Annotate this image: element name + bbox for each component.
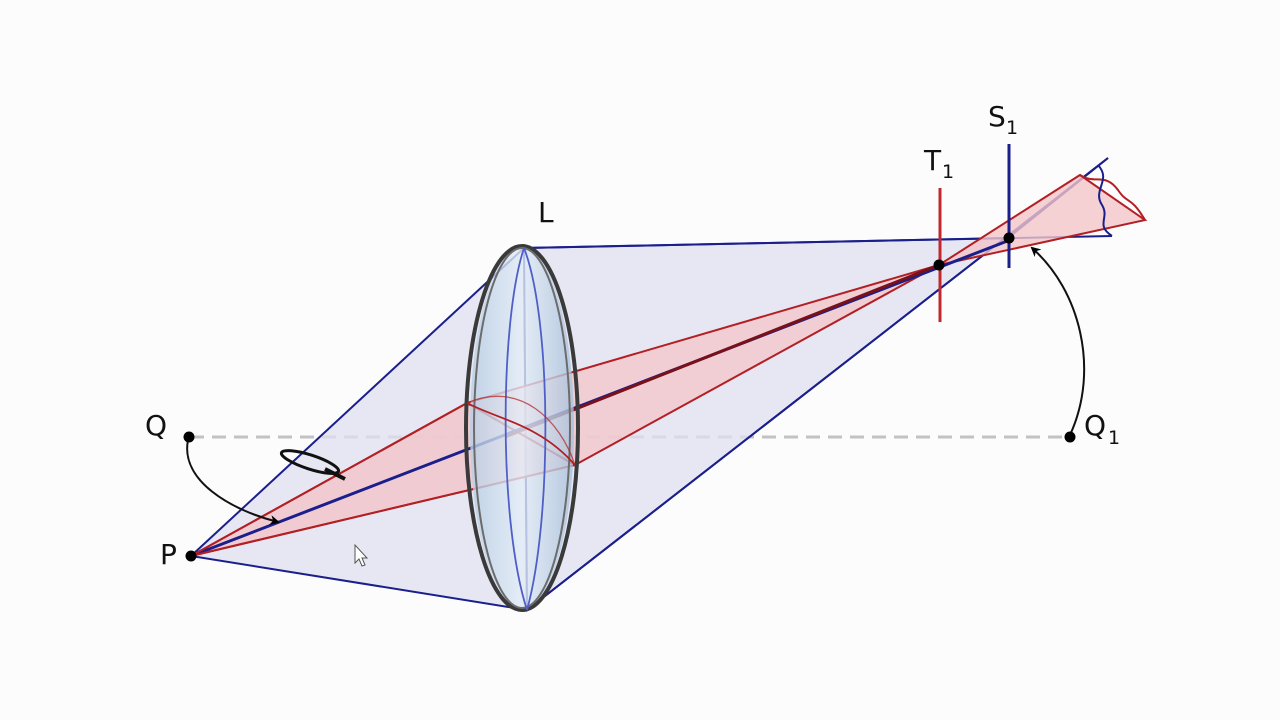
point-s1 [1003, 232, 1015, 244]
tangential-fan-diverging [938, 173, 1148, 266]
label-q1: Q [1084, 409, 1106, 442]
label-s1: S [988, 100, 1006, 133]
label-p: P [160, 538, 177, 571]
label-l: L [538, 196, 554, 229]
label-q: Q [145, 409, 167, 442]
point-t1 [933, 259, 945, 271]
label-t1-sub: 1 [942, 161, 954, 183]
label-q1-sub: 1 [1108, 427, 1120, 449]
lens [464, 244, 580, 612]
label-s1-sub: 1 [1006, 117, 1018, 139]
mouse-pointer-icon [354, 543, 369, 567]
wavy-edge-blue [1097, 164, 1113, 237]
marginal-ray-top [190, 402, 468, 557]
wavy-edge-red [1079, 174, 1146, 221]
point-q1 [1064, 431, 1076, 443]
label-t1: T [923, 144, 942, 177]
point-q [183, 431, 195, 443]
arrow-q-to-p [186, 439, 280, 525]
arrow-q1-to-focus [1030, 246, 1086, 436]
point-p [185, 550, 197, 562]
rotation-arrow-icon [279, 449, 346, 481]
